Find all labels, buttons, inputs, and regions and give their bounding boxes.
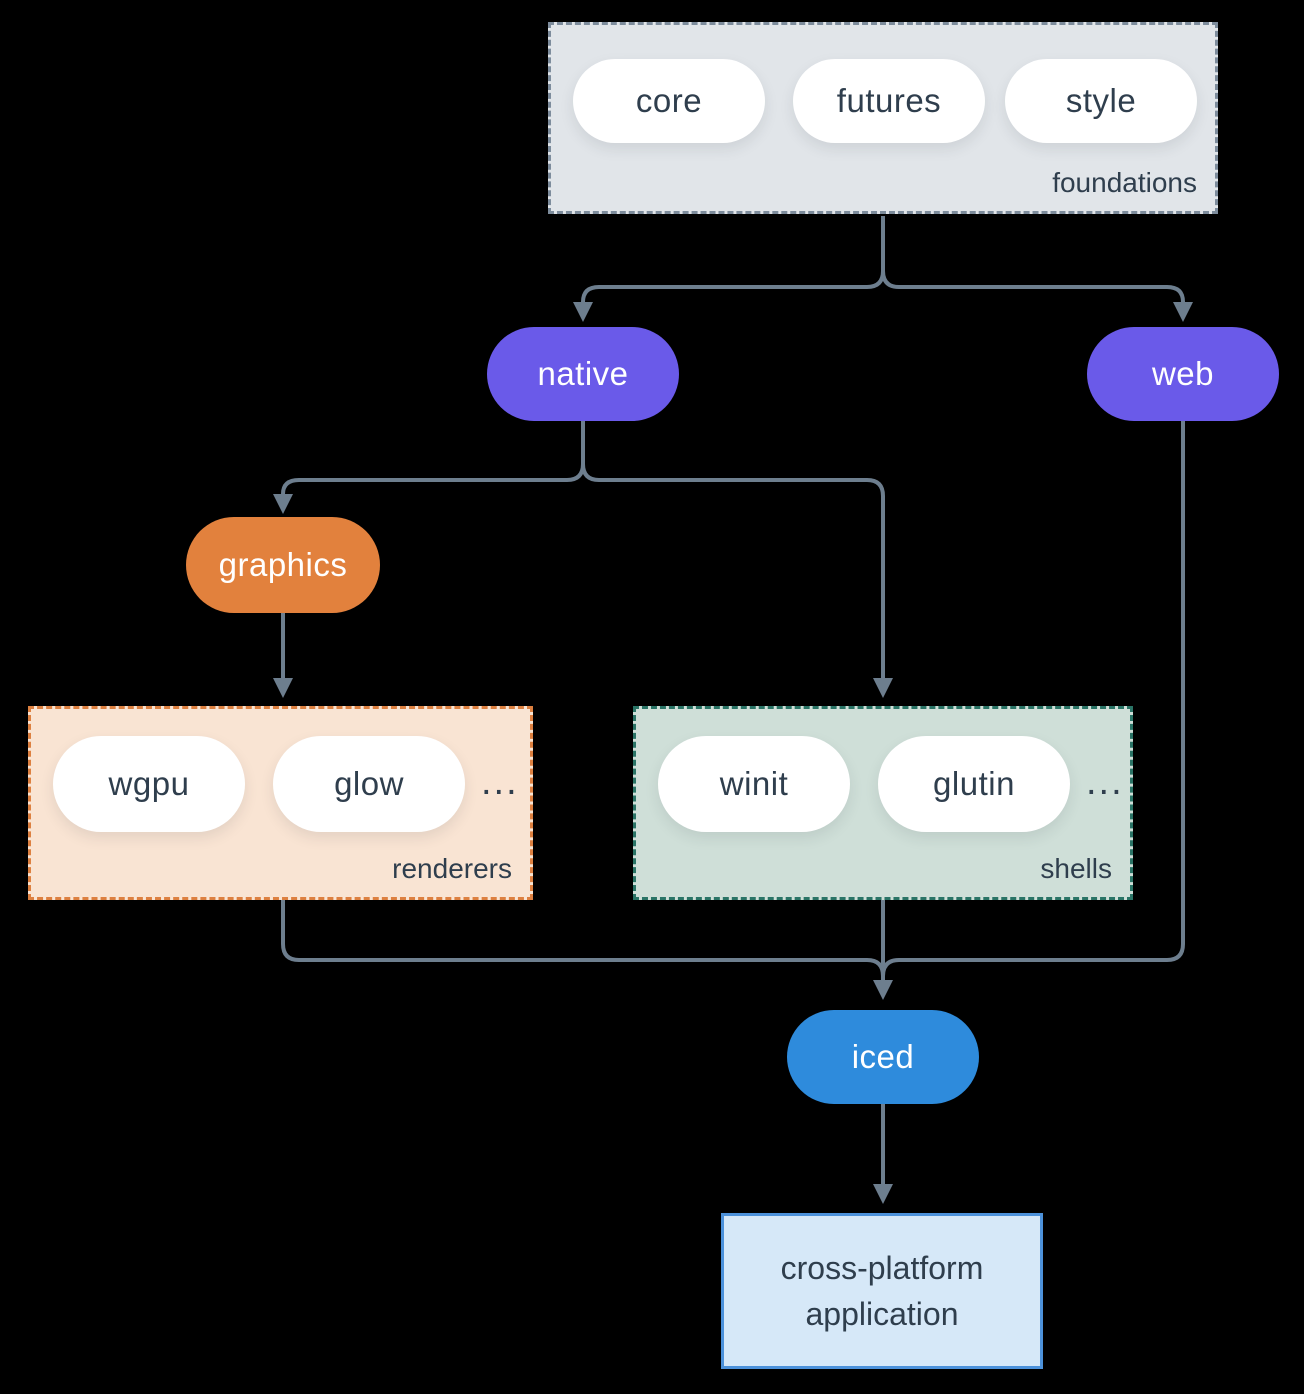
node-glow-label: glow — [334, 765, 404, 802]
renderers-more-ellipsis: ... — [481, 761, 519, 803]
application-label-line2: application — [805, 1296, 959, 1332]
node-cross-platform-application: cross-platform application — [721, 1213, 1043, 1369]
edge-native-to-shells — [581, 421, 893, 698]
node-graphics-label: graphics — [218, 546, 348, 583]
node-graphics: graphics — [186, 517, 380, 613]
node-style: style — [1005, 59, 1197, 143]
node-winit: winit — [658, 736, 850, 832]
foundations-group: core futures style foundations — [548, 22, 1218, 214]
edge-foundations-to-web — [881, 216, 1193, 322]
node-web-label: web — [1151, 355, 1215, 392]
node-glutin-label: glutin — [933, 765, 1015, 802]
shells-group: winit glutin ... shells — [633, 706, 1133, 900]
node-wgpu: wgpu — [53, 736, 245, 832]
node-style-label: style — [1065, 82, 1137, 119]
node-core: core — [573, 59, 765, 143]
node-iced: iced — [787, 1010, 979, 1104]
node-web: web — [1087, 327, 1279, 421]
node-glow: glow — [273, 736, 465, 832]
edge-foundations-to-native — [573, 216, 885, 322]
node-native: native — [487, 327, 679, 421]
node-winit-label: winit — [719, 765, 789, 802]
node-native-label: native — [537, 355, 629, 392]
node-futures-label: futures — [836, 82, 942, 119]
shells-more-ellipsis: ... — [1086, 761, 1124, 803]
renderers-group: wgpu glow ... renderers — [28, 706, 533, 900]
shells-group-label: shells — [1040, 853, 1112, 884]
node-wgpu-label: wgpu — [108, 765, 190, 802]
foundations-group-label: foundations — [1052, 167, 1197, 198]
edge-native-to-graphics — [273, 421, 585, 514]
renderers-group-label: renderers — [392, 853, 512, 884]
edge-renderers-to-merge — [281, 900, 885, 977]
node-iced-label: iced — [851, 1038, 915, 1075]
node-futures: futures — [793, 59, 985, 143]
application-label-line1: cross-platform — [780, 1249, 984, 1286]
node-glutin: glutin — [878, 736, 1070, 832]
node-core-label: core — [635, 82, 703, 119]
